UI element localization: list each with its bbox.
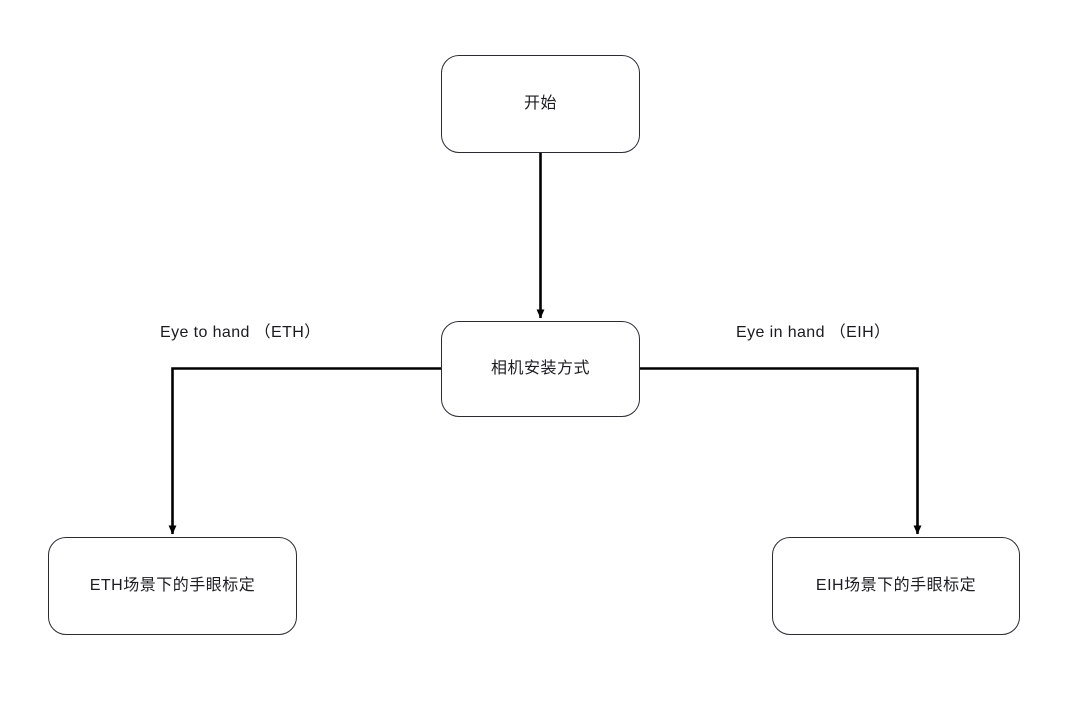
- node-camera-mounting-method[interactable]: 相机安装方式: [441, 321, 640, 417]
- edge-label-eye-in-hand: Eye in hand （EIH）: [736, 324, 891, 341]
- edge-decision-to-eth: [168, 367, 441, 535]
- node-eih-hand-eye-calibration[interactable]: EIH场景下的手眼标定: [772, 537, 1020, 635]
- node-decision-label: 相机安装方式: [490, 360, 590, 378]
- node-eih-label: EIH场景下的手眼标定: [815, 577, 977, 595]
- node-eth-label: ETH场景下的手眼标定: [89, 577, 256, 595]
- node-start[interactable]: 开始: [441, 55, 640, 153]
- edge-label-eye-to-hand: Eye to hand （ETH）: [160, 324, 321, 341]
- node-eth-hand-eye-calibration[interactable]: ETH场景下的手眼标定: [48, 537, 297, 635]
- node-start-label: 开始: [523, 95, 557, 113]
- edge-decision-to-eih: [640, 367, 922, 535]
